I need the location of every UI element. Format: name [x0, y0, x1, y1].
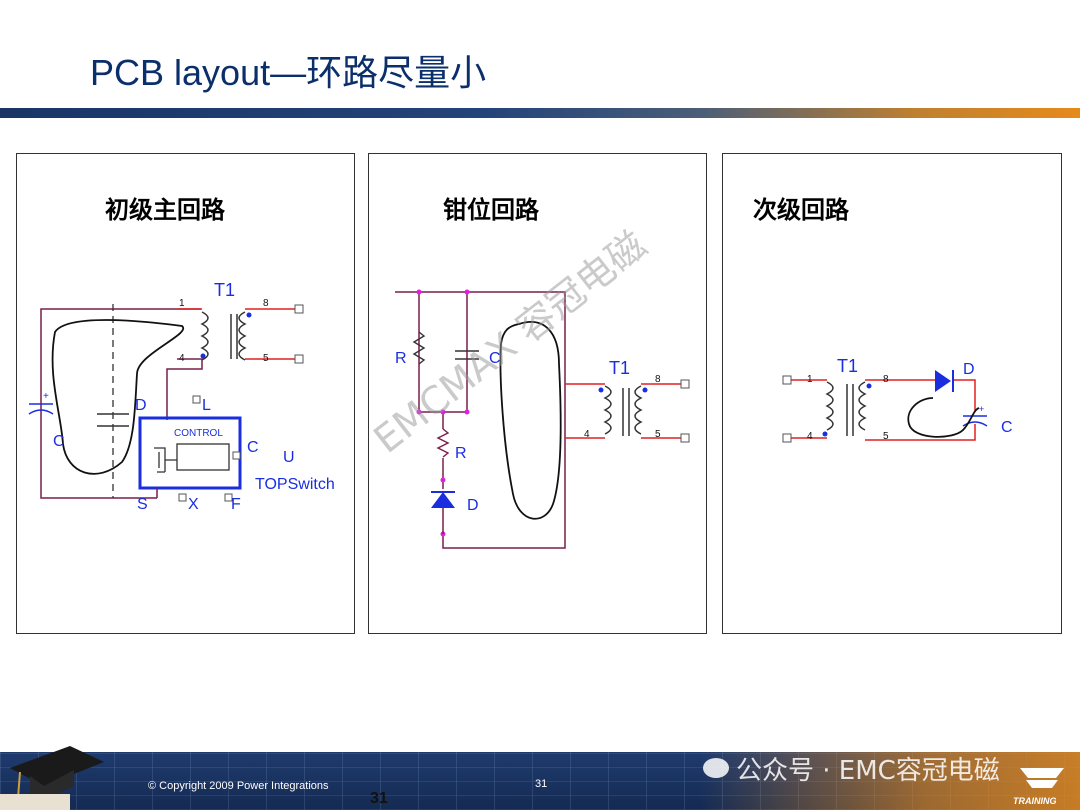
- power-integrations-logo-icon: [1020, 768, 1064, 788]
- terminal-pin5: [294, 354, 304, 364]
- label-pin5: 5: [263, 353, 269, 364]
- t1-dot-secondary: [246, 312, 252, 318]
- training-label: TRAINING: [1013, 796, 1057, 806]
- diode: [935, 370, 951, 392]
- label-d: D: [467, 497, 479, 514]
- primary-current-loop-sketch: [51, 319, 185, 475]
- label-c: C: [1001, 419, 1013, 436]
- t1-secondary-coil: [858, 381, 867, 431]
- label-pin8: 8: [883, 374, 889, 385]
- page-title: PCB layout—环路尽量小: [90, 52, 487, 93]
- label-t1: T1: [214, 280, 235, 300]
- label-d: D: [135, 397, 147, 414]
- label-r-mid: R: [455, 445, 467, 462]
- label-u: U: [283, 449, 295, 466]
- label-l: L: [202, 397, 211, 414]
- t1-primary-coil: [825, 381, 834, 431]
- wire-top-rail: [395, 291, 566, 549]
- diode: [431, 492, 455, 508]
- label-d: D: [963, 361, 975, 378]
- t1-secondary-coil: [634, 385, 643, 435]
- panel-primary-loop: 初级主回路 + T1: [16, 153, 355, 634]
- panel-title: 钳位回路: [443, 195, 539, 224]
- wire-pin5: [865, 424, 976, 441]
- resistor-mid: [436, 428, 450, 458]
- label-c: C: [489, 350, 501, 367]
- wechat-account-text: 公众号 · EMC容冠电磁: [736, 756, 1000, 786]
- terminal-C: [232, 451, 241, 460]
- svg-text:+: +: [979, 404, 984, 414]
- copyright-text: © Copyright 2009 Power Integrations: [148, 780, 329, 792]
- wire-d-to-c: [953, 379, 976, 412]
- panel-title: 次级回路: [753, 195, 849, 224]
- label-pin4: 4: [807, 431, 813, 442]
- label-pin1: 1: [807, 374, 813, 385]
- terminal-F: [224, 493, 233, 502]
- page-number-small: 31: [535, 778, 548, 790]
- label-t1: T1: [609, 358, 630, 378]
- label-x: X: [188, 496, 199, 513]
- secondary-circuit-diagram: + T1 1 8 4 5 D C: [782, 356, 1013, 443]
- wechat-icon: [703, 758, 729, 778]
- panel-secondary-loop: 次级回路 + T1 1 8 4 5 D C: [722, 153, 1062, 634]
- label-pin5: 5: [883, 431, 889, 442]
- label-topswitch: TOPSwitch: [255, 476, 335, 493]
- cap-left-plate-bottom: [28, 409, 54, 415]
- clamp-current-loop-sketch: [499, 321, 562, 520]
- label-pin4: 4: [179, 353, 185, 364]
- footer-bar: © Copyright 2009 Power Integrations 31: [0, 752, 1080, 810]
- label-control: CONTROL: [174, 428, 223, 439]
- label-pin5: 5: [655, 429, 661, 440]
- title-divider-bar: [0, 108, 1080, 118]
- page-number: 31: [370, 790, 388, 807]
- label-pin8: 8: [655, 374, 661, 385]
- cap-left-plus-sign: +: [43, 391, 49, 402]
- panel-title: 初级主回路: [105, 195, 225, 224]
- label-s: S: [137, 496, 148, 513]
- primary-circuit-diagram: + T1 1 8 4 5 D L C CONTROL C U T: [28, 280, 335, 513]
- t1-dot-primary: [200, 353, 206, 359]
- label-t1: T1: [837, 356, 858, 376]
- label-r-top: R: [395, 350, 407, 367]
- label-pin4: 4: [584, 429, 590, 440]
- resistor-top: [412, 331, 426, 365]
- terminal-X: [178, 493, 187, 502]
- terminal-L: [192, 395, 201, 404]
- t1-primary-coil: [603, 385, 612, 435]
- label-c-right: C: [247, 439, 259, 456]
- wire-t1-pin4: [166, 358, 203, 420]
- secondary-current-loop-sketch: [907, 397, 980, 438]
- topswitch-mosfet-symbol: [154, 447, 177, 473]
- cap-plate-bottom: [962, 421, 988, 427]
- graduation-cap-icon: [0, 746, 104, 810]
- t1-secondary-coil: [238, 311, 247, 361]
- label-pin1: 1: [179, 298, 185, 309]
- t1-primary-coil: [200, 311, 209, 361]
- clamp-circuit-diagram: R C T1 8 4 5 R D: [395, 289, 690, 549]
- label-f: F: [231, 496, 241, 513]
- label-pin8: 8: [263, 298, 269, 309]
- terminal-pin8: [294, 304, 304, 314]
- label-c-left: C: [53, 433, 65, 450]
- panel-clamp-loop: 钳位回路 R C T: [368, 153, 707, 634]
- topswitch-control-block: [176, 443, 230, 471]
